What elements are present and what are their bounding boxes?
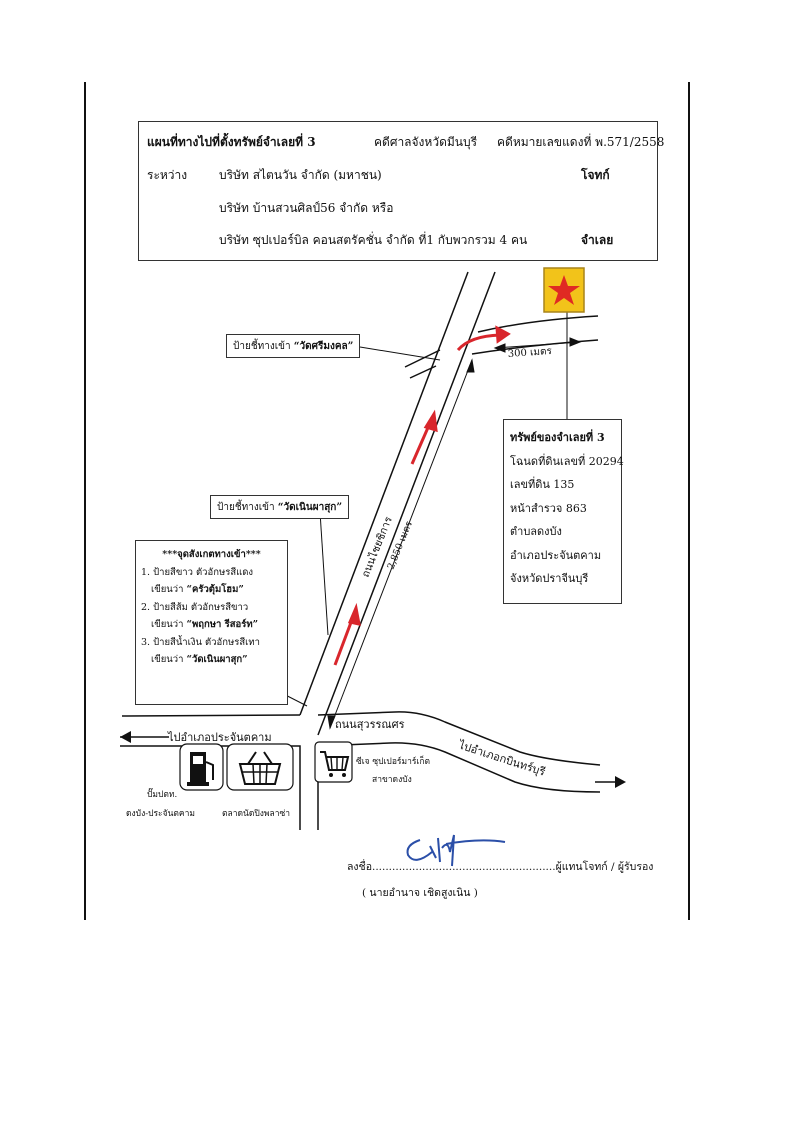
supermarket-label: ซีเจ ซุปเปอร์มาร์เก็ต [356,755,430,767]
landmark-1-b: เขียนว่า “ครัวตุ้มโฮม” [151,584,244,595]
red-arrow-2 [410,422,432,465]
defendant-1: บริษัท บ้านสวนศิลป์56 จำกัด หรือ [219,201,394,215]
red-arrow-1-head [495,325,511,344]
gas-station-label: ปั๊มปตท. [147,787,177,800]
signature-scribble [406,834,506,867]
between-label: ระหว่าง [147,168,188,182]
defendant-role: จำเลย [581,233,614,247]
frame-right-line [688,82,690,920]
defendant-2: บริษัท ซุปเปอร์บิล คอนสตรัคชั่น จำกัด ที… [219,233,528,247]
signer-name: ( นายอำนาจ เชิดสูงเนิน ) [362,887,478,899]
property-province: จังหวัดปราจีนบุรี [510,572,589,585]
landmark-1-a: 1. ป้ายสีขาว ตัวอักษรสีแดง [141,566,254,578]
court-name: คดีศาลจังหวัดมีนบุรี [374,135,478,149]
property-road [471,315,599,355]
property-marker [543,267,585,313]
star-icon [548,275,580,305]
distance-300-label: 300 เมตร [507,346,552,360]
plaintiff-role: โจทก์ [581,168,610,182]
arrow-left-head [120,731,131,743]
plaintiff-name: บริษัท สไตนวัน จำกัด (มหาชน) [219,168,382,182]
landmark-3-a: 3. ป้ายสีน้ำเงิน ตัวอักษรสีเทา [141,636,261,648]
landmark-3-b: เขียนว่า “วัดเนินผาสุก” [151,654,248,665]
landmarks-title: ***จุดสังเกตทางเข้า*** [162,549,261,560]
landmark-2-a: 2. ป้ายสีส้ม ตัวอักษรสีขาว [141,601,249,613]
property-info-box: ทรัพย์ของจำเลยที่ 3 โฉนดที่ดินเลขที่ 202… [503,419,624,604]
to-prachantakham-label: ไปอำเภอประจันตคาม [167,731,272,744]
landmarks-box: ***จุดสังเกตทางเข้า*** 1. ป้ายสีขาว ตัวอ… [135,540,288,705]
temple-sign-1: ป้ายชี้ทางเข้า “วัดศรีมงคล” [226,334,361,358]
gas-station-icon [179,743,224,791]
red-arrow-1 [456,333,501,352]
landmark-2-b: เขียนว่า “พฤกษา รีสอร์ท” [151,619,259,630]
property-district: อำเภอประจันตคาม [510,548,602,562]
property-title: ทรัพย์ของจำเลยที่ 3 [510,431,605,444]
property-land-no: เลขที่ดิน 135 [510,478,575,491]
main-road [299,271,496,736]
supermarket-cart-icon [314,741,353,783]
dim-300-line [494,341,581,349]
market-label: ตลาดนัดปิงพลาซ่า [222,809,290,819]
property-survey: หน้าสำรวจ 863 [510,501,587,515]
red-arrow-3-head [347,602,361,626]
red-arrow-3 [333,616,355,666]
header-box: แผนที่ทางไปที่ตั้งทรัพย์จำเลยที่ 3 คดีศา… [138,121,664,261]
frame-left-line [84,82,86,920]
red-arrow-2-head [423,409,438,433]
temple-sign-2: ป้ายชี้ทางเข้า “วัดเนินผาสุก” [210,495,350,519]
suwan-road [120,711,601,830]
distance-dims [327,337,582,730]
case-number: คดีหมายเลขแดงที่ พ.571/2558 [497,135,665,149]
map-title: แผนที่ทางไปที่ตั้งทรัพย์จำเลยที่ 3 [147,135,316,149]
temple-side-road [404,349,441,379]
supermarket-label-2: สาขาดงบัง [372,775,412,785]
property-deed: โฉนดที่ดินเลขที่ 20294 [510,454,624,468]
market-basket-icon [226,743,294,791]
signature-line: ลงชื่อ..................................… [347,861,654,873]
dim-2850-line [329,359,473,729]
arrow-right-head [615,776,626,788]
gas-station-label-2: ดงบัง-ประจันตคาม [126,809,195,819]
property-subdistrict: ตำบลดงบัง [510,525,562,538]
red-route-arrows [333,325,511,666]
direction-arrows [120,731,626,788]
road-suwan-label: ถนนสุวรรณศร [335,718,405,731]
